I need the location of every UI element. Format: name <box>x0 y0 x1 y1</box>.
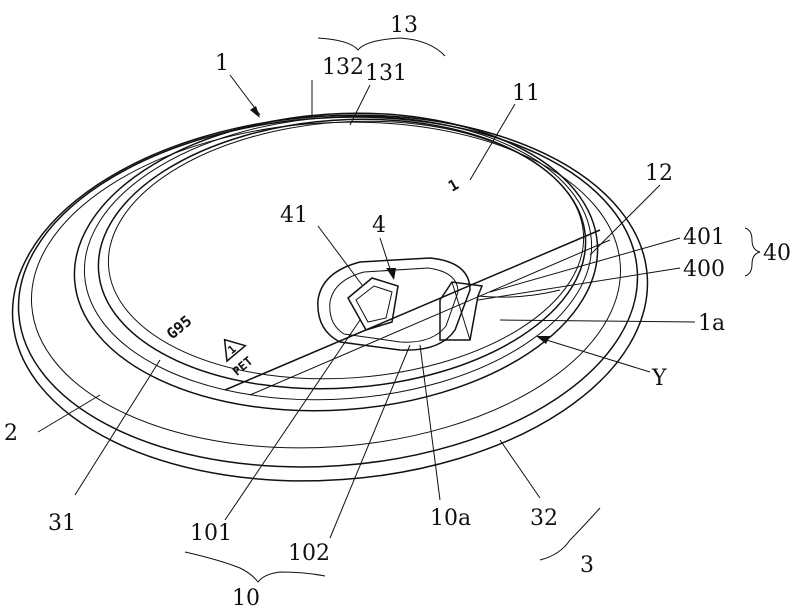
label-101: 101 <box>190 521 232 546</box>
label-401: 401 <box>683 225 725 250</box>
label-102: 102 <box>288 541 330 566</box>
label-3: 3 <box>580 553 594 578</box>
label-131: 131 <box>365 61 407 86</box>
lid-body <box>11 112 649 482</box>
label-2: 2 <box>4 421 18 446</box>
label-1: 1 <box>215 51 229 76</box>
embossed-pet: PET <box>230 354 256 379</box>
label-10a: 10a <box>430 506 471 531</box>
label-13: 13 <box>390 13 418 38</box>
label-41: 41 <box>280 203 308 228</box>
label-12: 12 <box>645 161 673 186</box>
label-31: 31 <box>48 511 76 536</box>
label-32: 32 <box>530 506 558 531</box>
recycle-symbol-icon: 1 PET <box>223 338 256 379</box>
label-11: 11 <box>512 81 540 106</box>
label-400: 400 <box>683 257 725 282</box>
embossed-g95: G95 <box>163 312 195 343</box>
recycle-number: 1 <box>225 342 239 356</box>
reference-labels: 13 1 132 131 11 12 4 41 401 400 40 1a Y … <box>4 13 791 611</box>
label-4: 4 <box>372 213 386 238</box>
leader-lines <box>37 37 761 583</box>
label-1a: 1a <box>698 311 725 336</box>
embossed-mark-1: 1 <box>445 175 462 195</box>
label-40: 40 <box>763 241 791 266</box>
label-132: 132 <box>322 55 364 80</box>
label-Y: Y <box>651 366 667 391</box>
label-10: 10 <box>232 586 260 611</box>
